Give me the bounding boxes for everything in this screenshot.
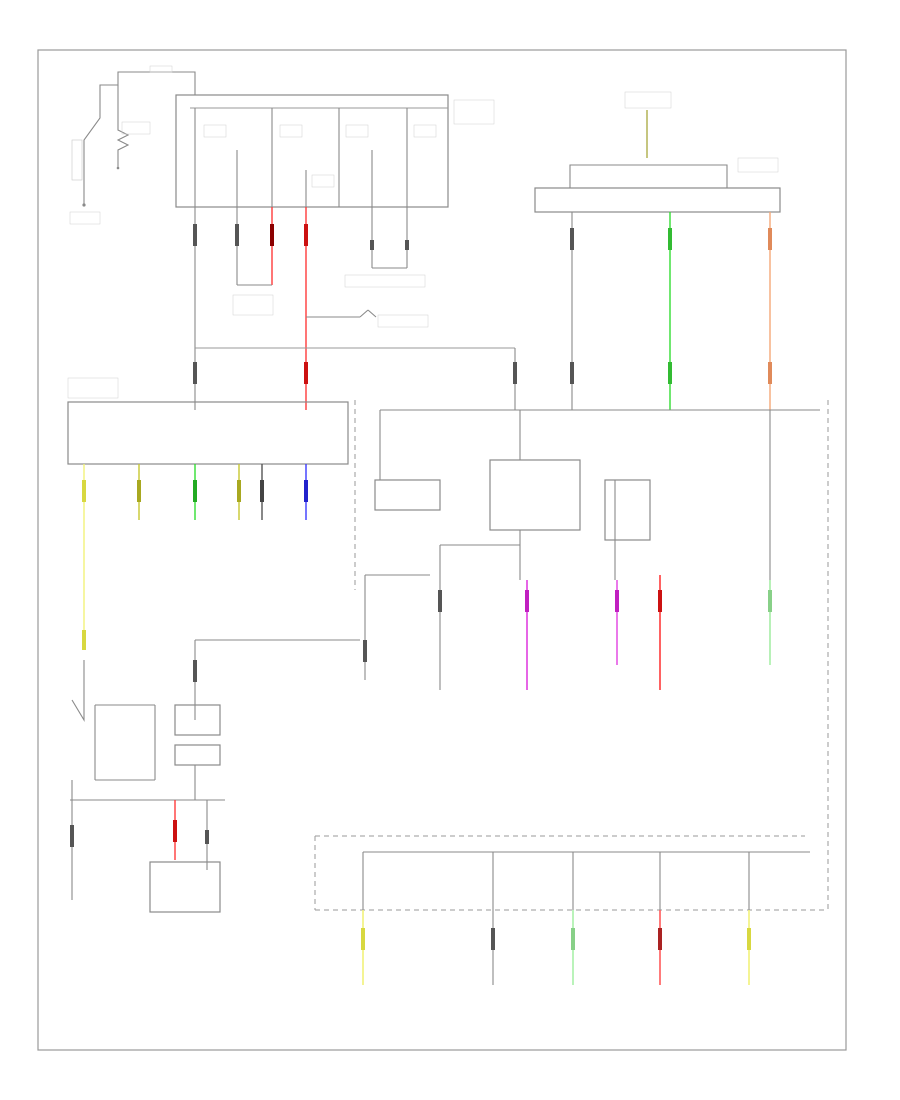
top-fuses [194,99,495,207]
ignition-switch-box [534,187,781,213]
mid-left-connector-pins [82,480,308,650]
middle-left-section [67,377,356,650]
bottom-right-section [314,835,828,985]
top-left-small-labels [69,65,173,225]
bottom-left-connector-pins [70,660,209,847]
bottom-left-section [70,639,360,913]
fuse-block-top [175,94,449,208]
bottom-right-connector-pins [361,928,751,950]
mid-label-boxes [232,274,429,328]
top-left-connector-pins [193,224,517,384]
top-right-connector-pins [570,228,772,384]
central-connector-pins [363,590,772,662]
diagram-frame [37,49,847,1051]
central-bus [363,400,829,910]
fuse-block-middle [67,401,349,465]
top-left-section [69,65,517,410]
top-right-section [534,91,781,410]
